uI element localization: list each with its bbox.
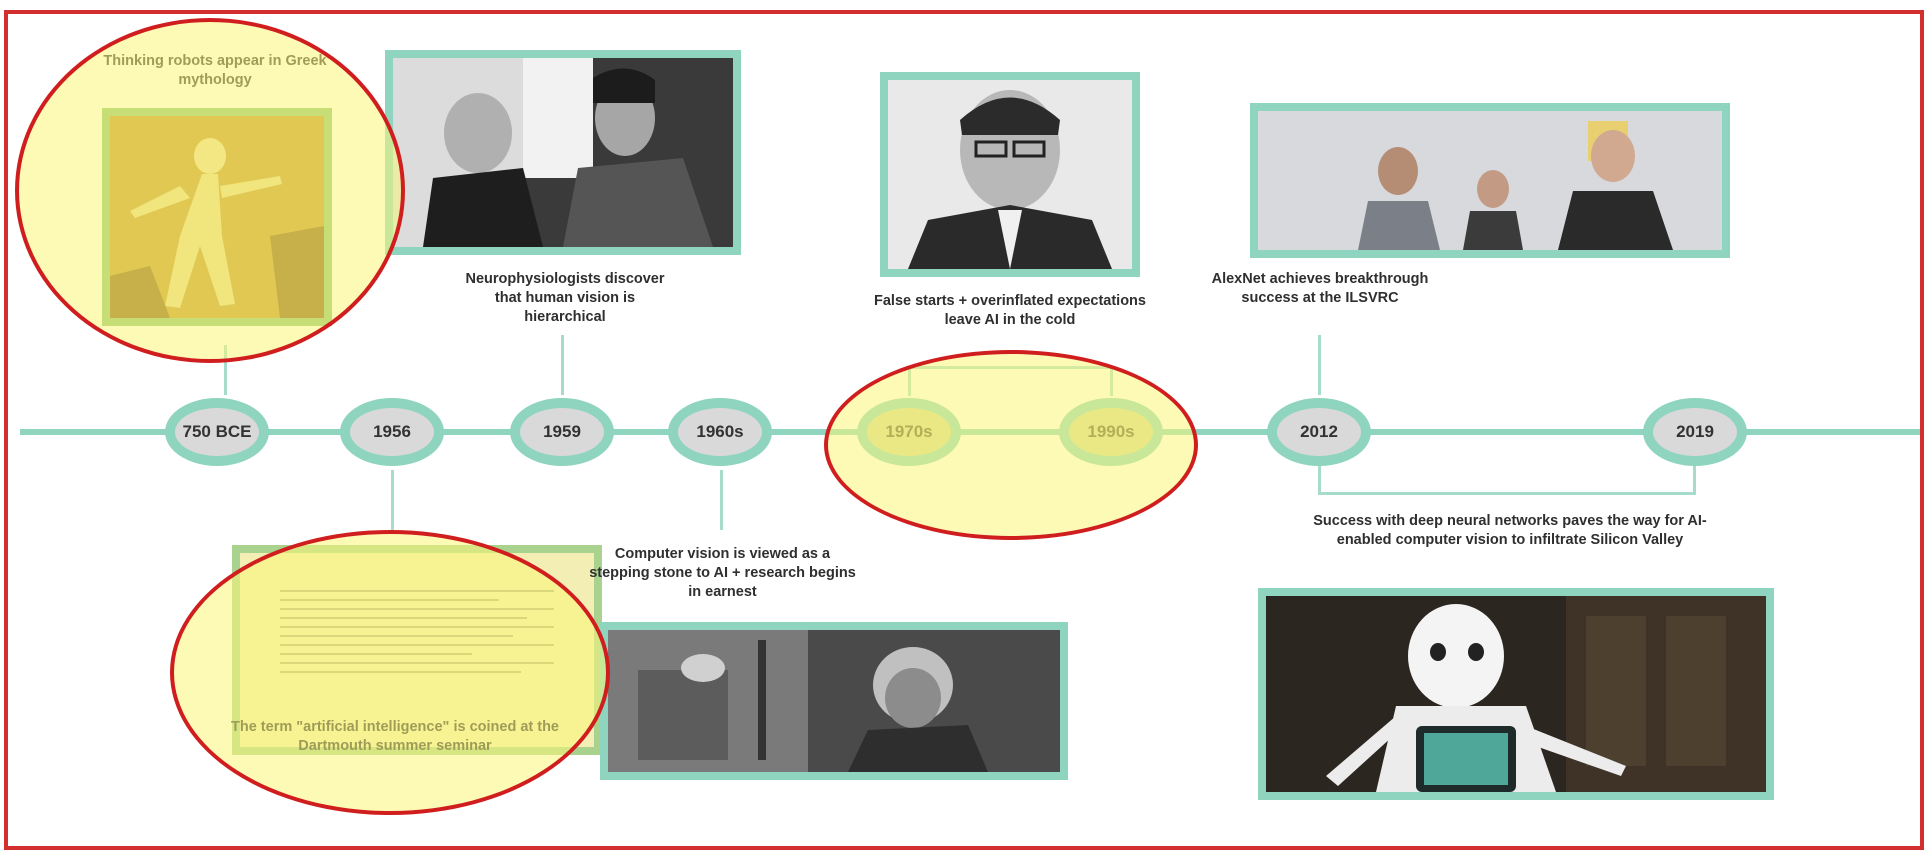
greek-mythology-image — [102, 108, 332, 326]
connector-2012-down — [1318, 466, 1321, 494]
connector-2012-2019-bracket-bottom — [1318, 492, 1696, 495]
connector-2019-down — [1693, 466, 1696, 494]
computer-vision-research-photo — [600, 622, 1068, 780]
timeline-axis — [20, 429, 1920, 435]
connector-1959 — [561, 335, 564, 395]
connector-1970s-up — [908, 366, 911, 396]
caption-750bce: Thinking robots appear in Greek mytholog… — [103, 53, 327, 88]
node-label: 2019 — [1676, 422, 1714, 441]
node-label: 1956 — [373, 422, 411, 441]
node-label: 1959 — [543, 422, 581, 441]
node-1956: 1956 — [340, 398, 444, 466]
caption-2019: Success with deep neural networks paves … — [1313, 513, 1707, 548]
connector-2012 — [1318, 335, 1321, 395]
caption-1970s-1990s: False starts + overinflated expectations… — [874, 293, 1146, 328]
node-750bce: 750 BCE — [165, 398, 269, 466]
node-1970s: 1970s — [857, 398, 961, 466]
pepper-robot-photo — [1258, 588, 1774, 800]
node-1960s: 1960s — [668, 398, 772, 466]
node-label: 2012 — [1300, 422, 1338, 441]
connector-750bce — [224, 345, 227, 395]
red-border-frame — [4, 10, 1924, 850]
node-label: 1990s — [1087, 422, 1135, 441]
document-text-lines — [280, 583, 554, 680]
node-1990s: 1990s — [1059, 398, 1163, 466]
connector-1956 — [391, 470, 394, 530]
caption-1959: Neurophysiologists discover that human v… — [465, 271, 665, 325]
node-1959: 1959 — [510, 398, 614, 466]
alexnet-team-photo — [1250, 103, 1730, 258]
node-label: 750 BCE — [182, 422, 252, 441]
node-label: 1970s — [885, 422, 933, 441]
node-2012: 2012 — [1267, 398, 1371, 466]
neurophysiologists-photo — [385, 50, 741, 255]
caption-2012: AlexNet achieves breakthrough success at… — [1211, 271, 1429, 306]
connector-1970s-1990s-bracket-top — [908, 366, 1113, 369]
caption-1956: The term "artificial intelligence" is co… — [231, 719, 559, 754]
node-label: 1960s — [696, 422, 744, 441]
researcher-portrait-photo — [880, 72, 1140, 277]
caption-1960s: Computer vision is viewed as a stepping … — [589, 546, 856, 600]
connector-1990s-up — [1110, 366, 1113, 396]
node-2019: 2019 — [1643, 398, 1747, 466]
connector-1960s — [720, 470, 723, 530]
